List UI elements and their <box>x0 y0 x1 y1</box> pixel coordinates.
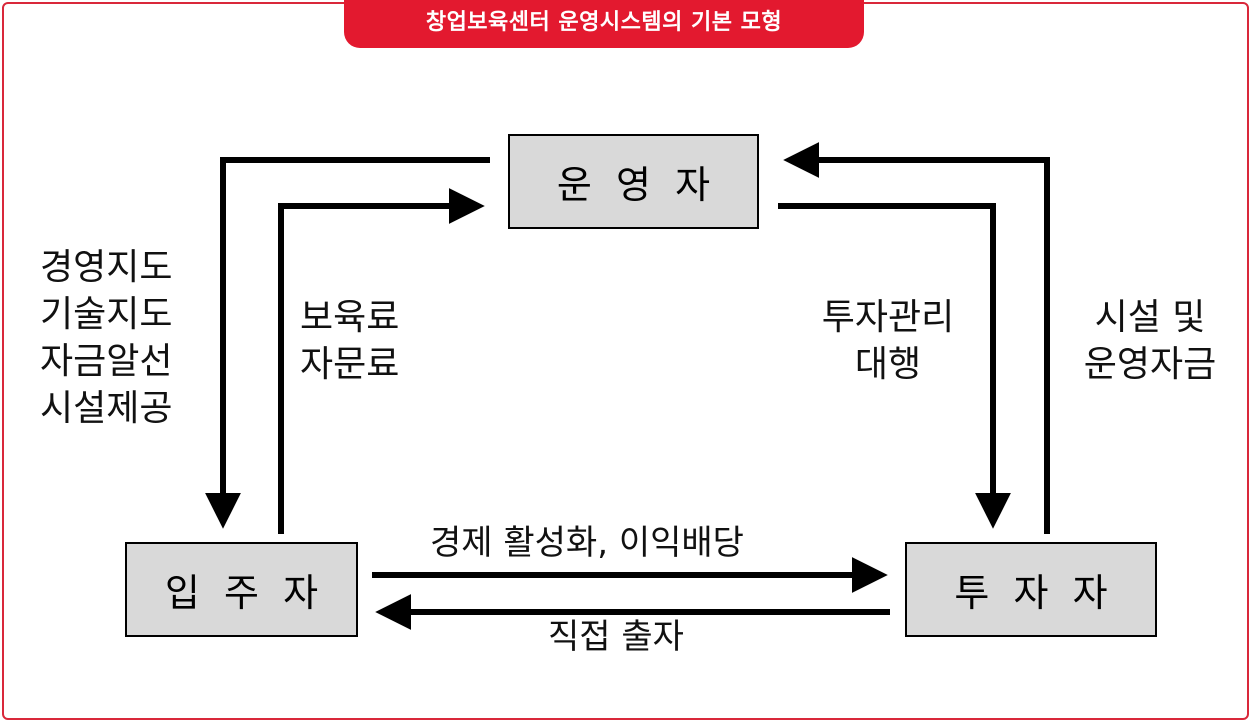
label-line: 시설제공 <box>40 388 173 429</box>
node-operator-label: 운 영 자 <box>556 163 711 207</box>
node-tenant-label: 입 주 자 <box>164 571 319 615</box>
label-tenant-to-investor: 경제 활성화, 이익배당 <box>430 523 744 563</box>
arrow-investor-to-operator <box>783 142 1050 534</box>
arrow-tenant-to-operator <box>278 188 485 534</box>
label-line: 기술지도 <box>40 294 173 335</box>
arrow-operator-to-investor <box>778 203 1011 529</box>
node-investor: 투 자 자 <box>905 542 1157 637</box>
label-investor-to-operator: 시설 및 운영자금 <box>1070 294 1230 388</box>
diagram-title: 창업보육센터 운영시스템의 기본 모형 <box>344 0 864 48</box>
label-line: 시설 및 <box>1094 297 1206 338</box>
node-operator: 운 영 자 <box>508 134 759 229</box>
label-line: 자금알선 <box>40 341 173 382</box>
label-tenant-to-operator: 보육료 자문료 <box>300 294 399 388</box>
label-line: 투자관리 <box>821 297 955 338</box>
node-investor-label: 투 자 자 <box>954 571 1108 615</box>
label-investor-to-tenant: 직접 출자 <box>548 617 684 657</box>
label-operator-to-tenant: 경영지도 기술지도 자금알선 시설제공 <box>40 244 172 432</box>
label-line: 자문료 <box>300 344 400 385</box>
arrow-operator-to-tenant <box>205 157 490 529</box>
label-line: 경영지도 <box>40 247 173 288</box>
label-line: 보육료 <box>300 297 400 338</box>
node-tenant: 입 주 자 <box>125 542 358 637</box>
label-line: 대행 <box>854 344 922 385</box>
label-line: 운영자금 <box>1083 344 1217 385</box>
label-operator-to-investor: 투자관리 대행 <box>808 294 968 388</box>
